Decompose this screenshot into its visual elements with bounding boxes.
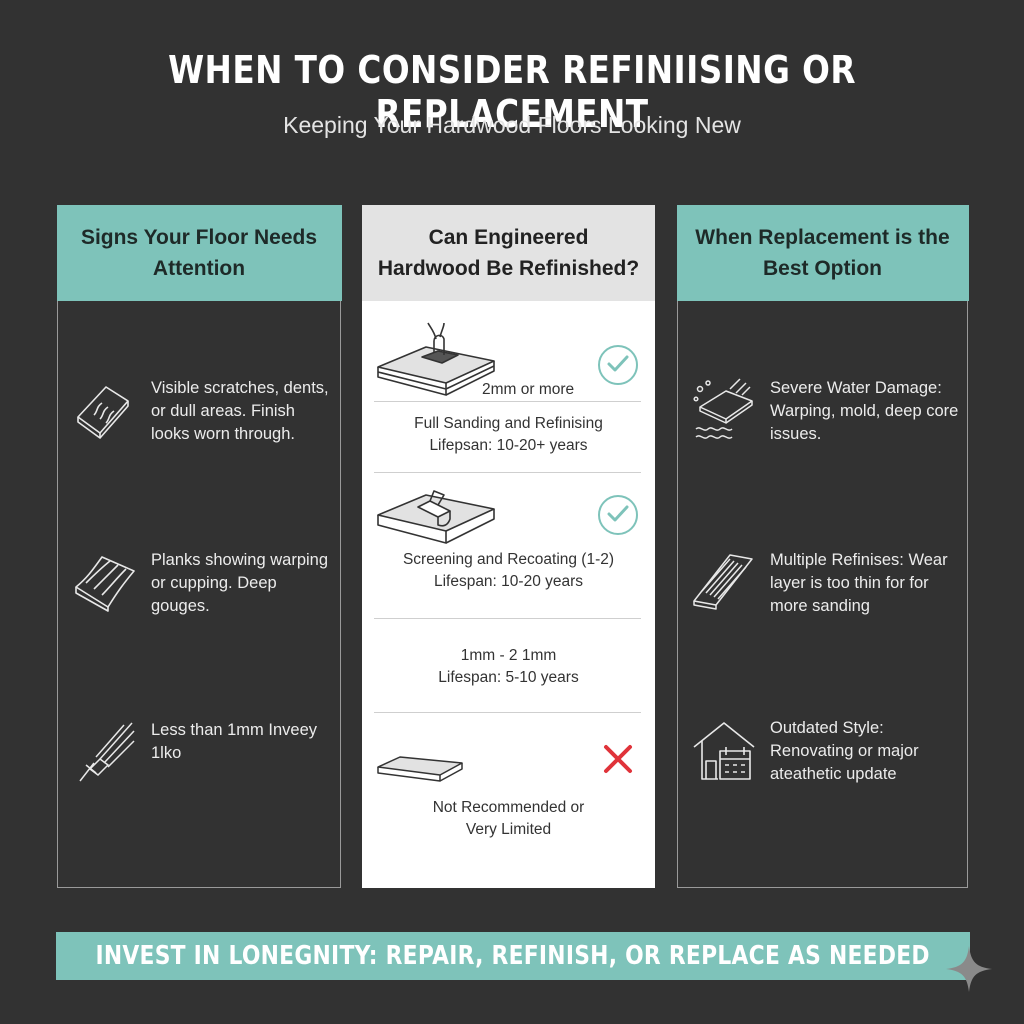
footer-banner: INVEST IN LONEGNITY: REPAIR, REFINISH, O…: [56, 932, 970, 980]
divider: [374, 472, 641, 473]
page-title: WHEN TO CONSIDER REFINIISING OR REPLACEM…: [168, 48, 856, 136]
row-detail: Full Sanding and Refinising Lifepsan: 10…: [414, 415, 603, 454]
list-item: Screening and Recoating (1-2) Lifespan: …: [362, 483, 655, 613]
thickness-label: 2mm or more: [482, 381, 575, 398]
refinish-column: Can Engineered Hardwood Be Refinished? 2…: [362, 205, 655, 888]
list-item: 1mm - 2 1mm Lifespan: 5-10 years: [362, 635, 655, 715]
sparkle-icon: [944, 944, 994, 994]
cross-icon: [600, 741, 636, 782]
list-item-text: Outdated Style: Renovating or major atea…: [770, 719, 919, 783]
signs-column: Signs Your Floor Needs Attention Visible…: [56, 205, 342, 888]
row-detail: Screening and Recoating (1-2) Lifespan: …: [402, 551, 615, 590]
list-item-text: Less than 1mm Inveey 1lko: [151, 721, 317, 762]
replacement-heading: When Replacement is the Best Option: [676, 205, 969, 301]
row-detail: 1mm - 2 1mm Lifespan: 5-10 years: [438, 647, 579, 686]
check-icon: [598, 345, 638, 385]
water-damage-icon: [690, 377, 756, 443]
replacement-column: When Replacement is the Best Option Seve…: [676, 205, 969, 888]
list-item-text: Multiple Refinises: Wear layer is too th…: [770, 551, 948, 615]
row-detail: Not Recommended or Very Limited: [432, 799, 585, 838]
footer-banner-text: INVEST IN LONEGNITY: REPAIR, REFINISH, O…: [95, 941, 931, 971]
thin-board-icon: [374, 747, 466, 788]
thin-wear-layer-icon: [690, 549, 756, 615]
list-item-text: Planks showing warping or cupping. Deep …: [151, 551, 329, 615]
sanding-board-icon: [374, 317, 498, 404]
check-icon: [598, 495, 638, 535]
divider: [374, 618, 641, 619]
worn-layer-icon: [72, 719, 138, 785]
refinish-heading: Can Engineered Hardwood Be Refinished?: [362, 205, 655, 301]
warped-planks-icon: [72, 549, 138, 615]
house-calendar-icon: [692, 717, 758, 783]
page-subtitle: Keeping Your Hardwood Floors Looking New: [283, 112, 741, 138]
list-item: 2mm or more Full Sanding and Refinising …: [362, 315, 655, 505]
scratched-plank-icon: [72, 377, 138, 443]
divider: [374, 712, 641, 713]
recoating-board-icon: [374, 485, 498, 552]
list-item-text: Severe Water Damage: Warping, mold, deep…: [770, 379, 959, 443]
list-item-text: Visible scratches, dents, or dull areas.…: [151, 379, 329, 443]
signs-heading: Signs Your Floor Needs Attention: [56, 205, 342, 301]
divider: [374, 401, 641, 402]
list-item: Not Recommended or Very Limited: [362, 735, 655, 875]
